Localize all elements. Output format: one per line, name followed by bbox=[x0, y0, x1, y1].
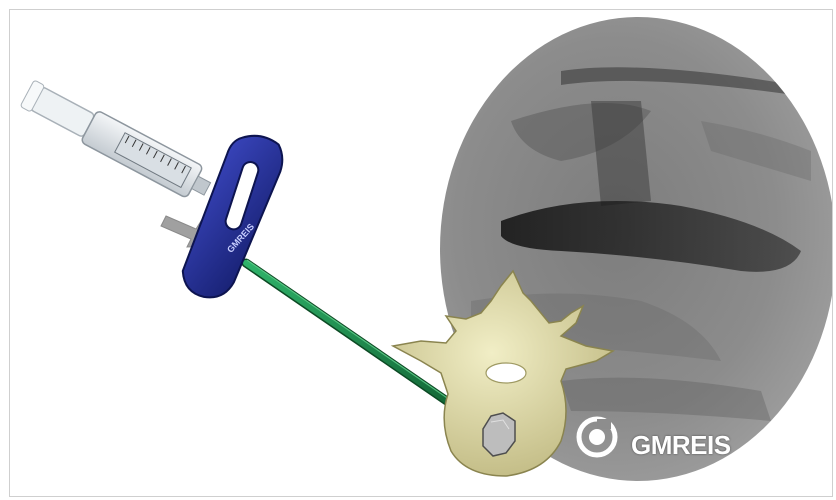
kyphoplasty-illustration bbox=[10, 10, 832, 496]
illustration-frame: GMREIS GMREIS bbox=[9, 9, 833, 497]
gmreis-logo-text: GMREIS bbox=[631, 430, 731, 461]
syringe-icon bbox=[19, 77, 216, 205]
